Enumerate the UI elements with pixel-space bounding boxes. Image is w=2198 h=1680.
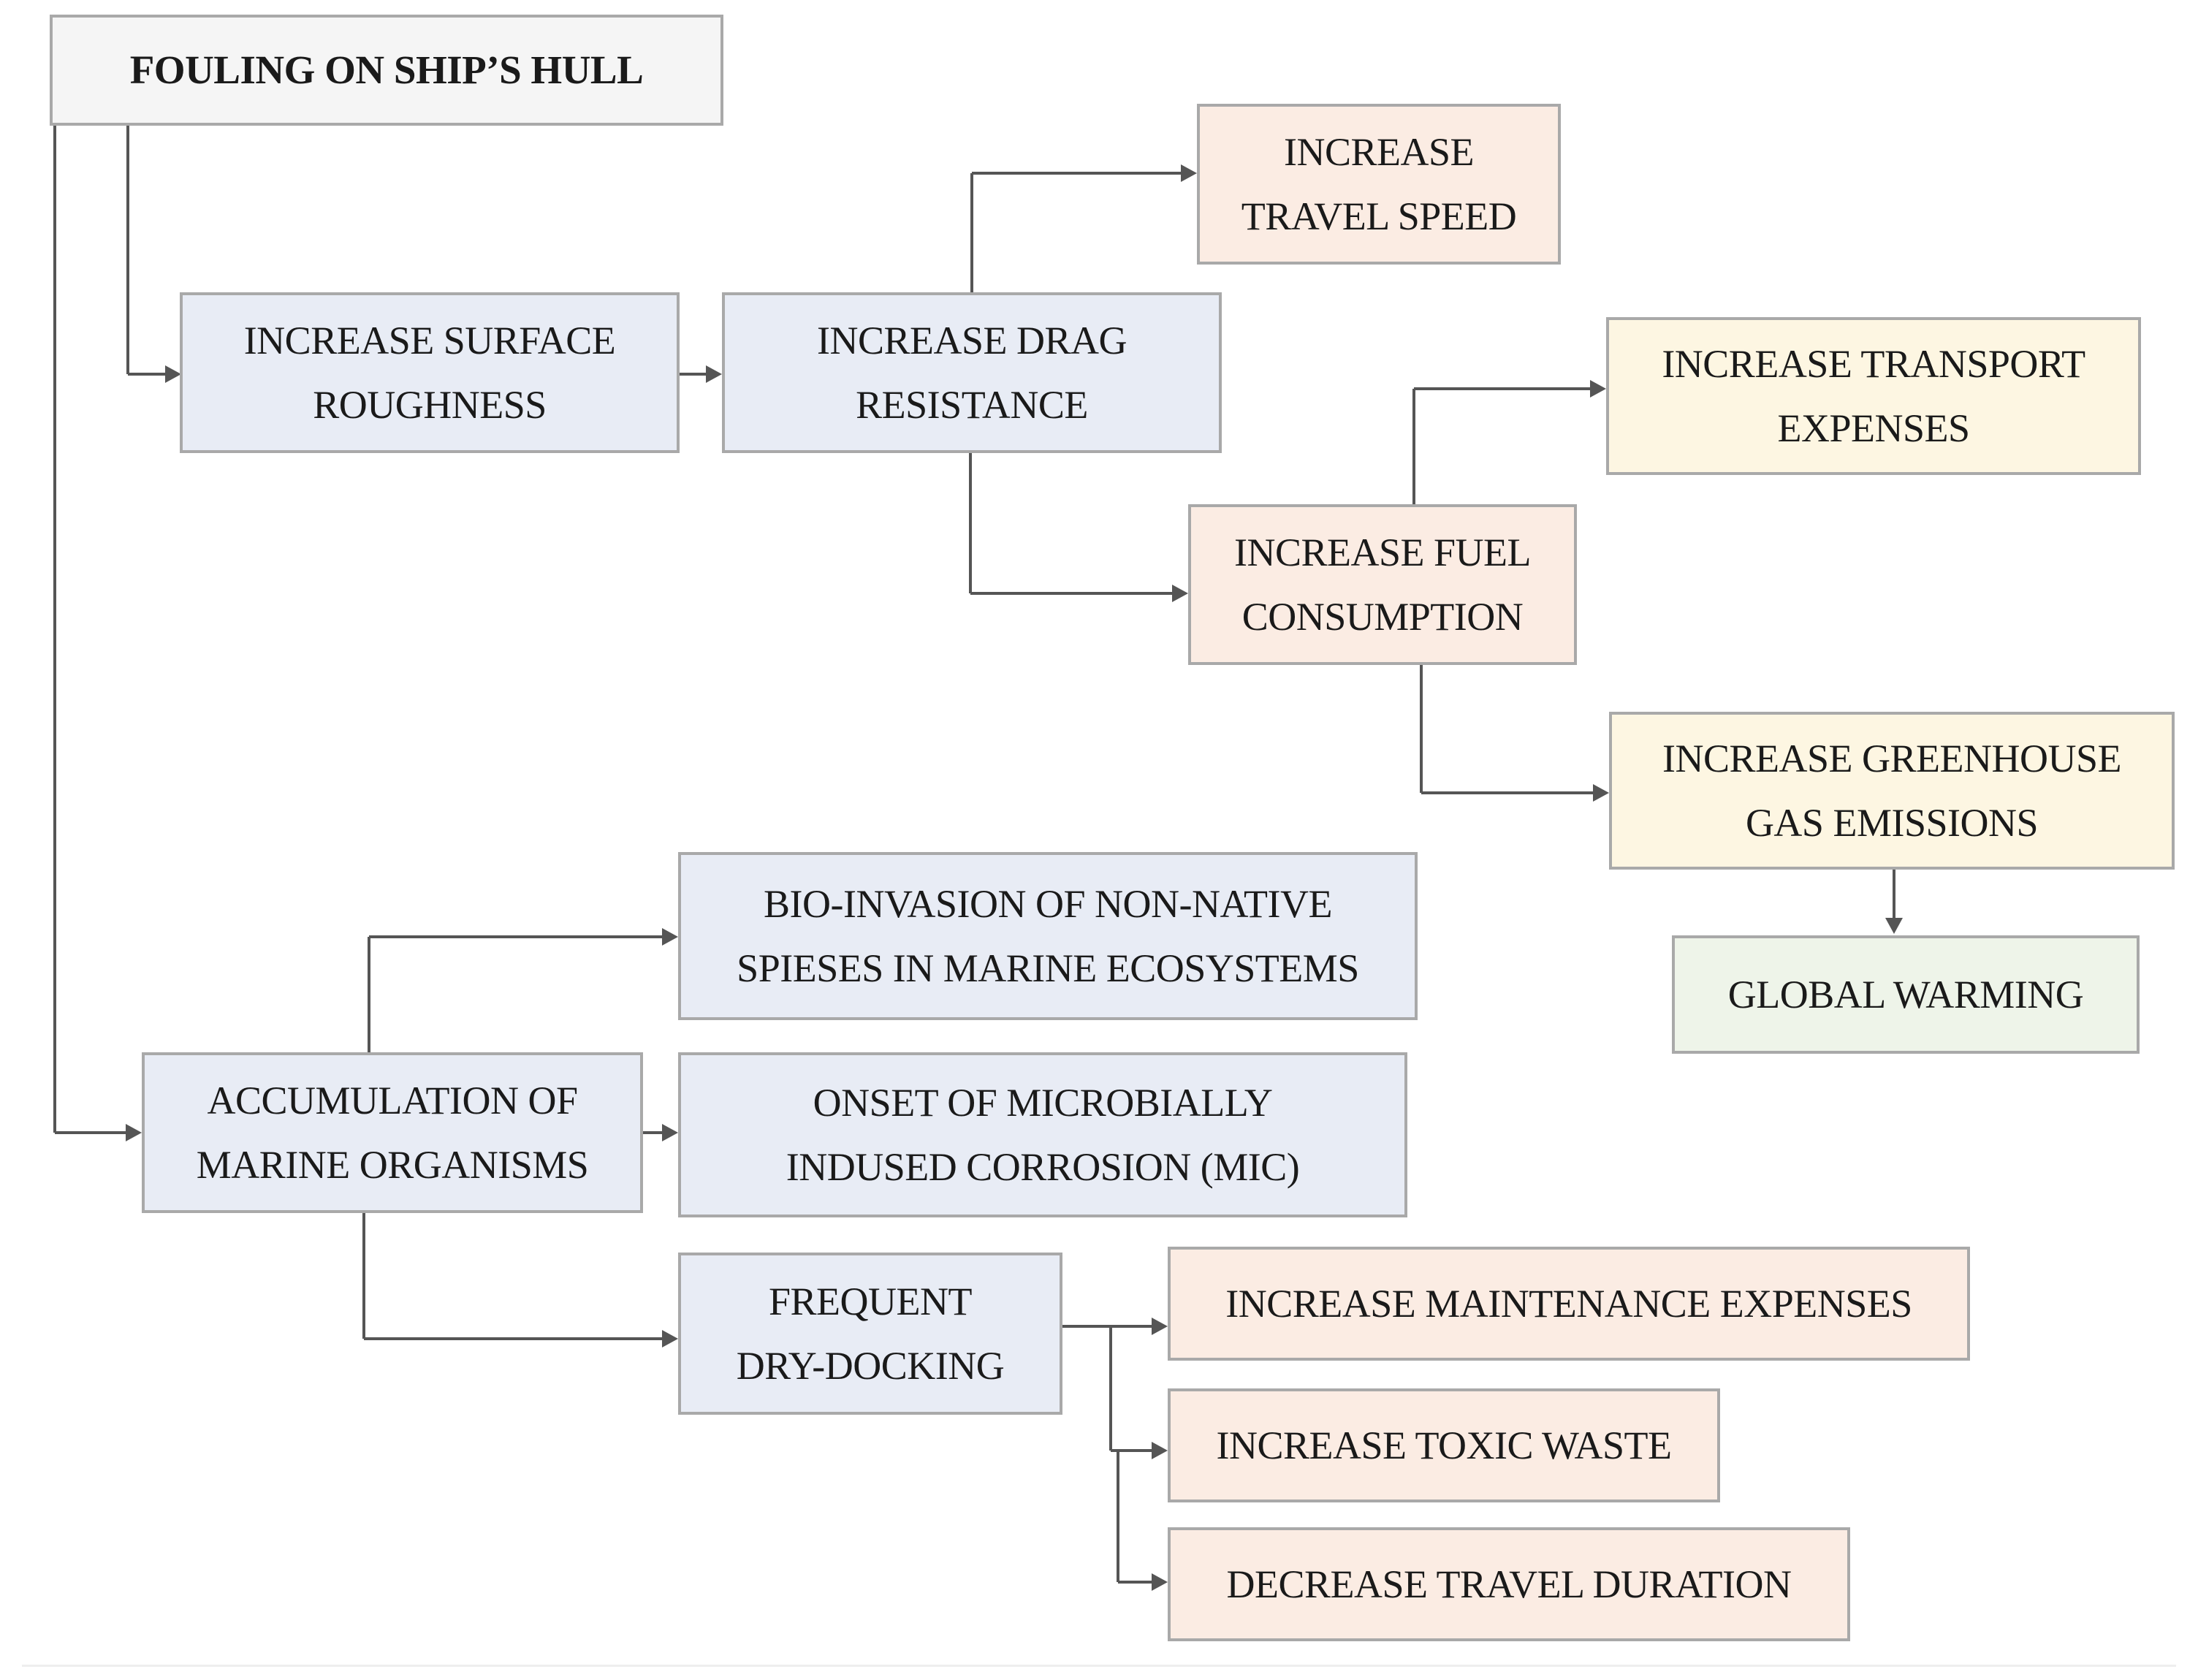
arrowhead (126, 1124, 142, 1141)
arrowhead (662, 1124, 678, 1141)
node-increase-travel-speed: INCREASE TRAVEL SPEED (1197, 104, 1561, 265)
bottom-divider (22, 1665, 2176, 1667)
node-accumulation-of-marine-organisms: ACCUMULATION OF MARINE ORGANISMS (142, 1052, 643, 1213)
node-increase-fuel-consumption: INCREASE FUEL CONSUMPTION (1188, 504, 1577, 665)
arrowhead (662, 1330, 678, 1348)
node-onset-of-mic: ONSET OF MICROBIALLY INDUSED CORROSION (… (678, 1052, 1407, 1217)
node-fouling-on-ships-hull: FOULING ON SHIP’S HULL (50, 15, 723, 126)
arrowhead (1172, 585, 1188, 602)
arrowhead (165, 365, 181, 383)
node-increase-greenhouse-gas-emissions: INCREASE GREENHOUSE GAS EMISSIONS (1609, 712, 2175, 870)
node-bio-invasion: BIO-INVASION OF NON-NATIVE SPIESES IN MA… (678, 852, 1418, 1020)
arrowhead (1152, 1573, 1168, 1591)
node-frequent-dry-docking: FREQUENT DRY-DOCKING (678, 1253, 1062, 1415)
arrowhead (706, 365, 722, 383)
node-increase-transport-expenses: INCREASE TRANSPORT EXPENSES (1606, 317, 2141, 475)
node-global-warming: GLOBAL WARMING (1672, 935, 2140, 1054)
arrowhead (1593, 784, 1609, 802)
arrowhead (1152, 1442, 1168, 1459)
arrowhead (1590, 380, 1606, 398)
node-decrease-travel-duration: DECREASE TRAVEL DURATION (1168, 1527, 1850, 1641)
arrowhead (1181, 164, 1197, 182)
arrowhead (1152, 1318, 1168, 1335)
node-increase-surface-roughness: INCREASE SURFACE ROUGHNESS (180, 292, 680, 453)
arrowhead (662, 928, 678, 946)
node-increase-toxic-waste: INCREASE TOXIC WASTE (1168, 1388, 1720, 1502)
node-increase-drag-resistance: INCREASE DRAG RESISTANCE (722, 292, 1222, 453)
node-increase-maintenance-expenses: INCREASE MAINTENANCE EXPENSES (1168, 1247, 1970, 1361)
arrowhead (1885, 918, 1903, 934)
